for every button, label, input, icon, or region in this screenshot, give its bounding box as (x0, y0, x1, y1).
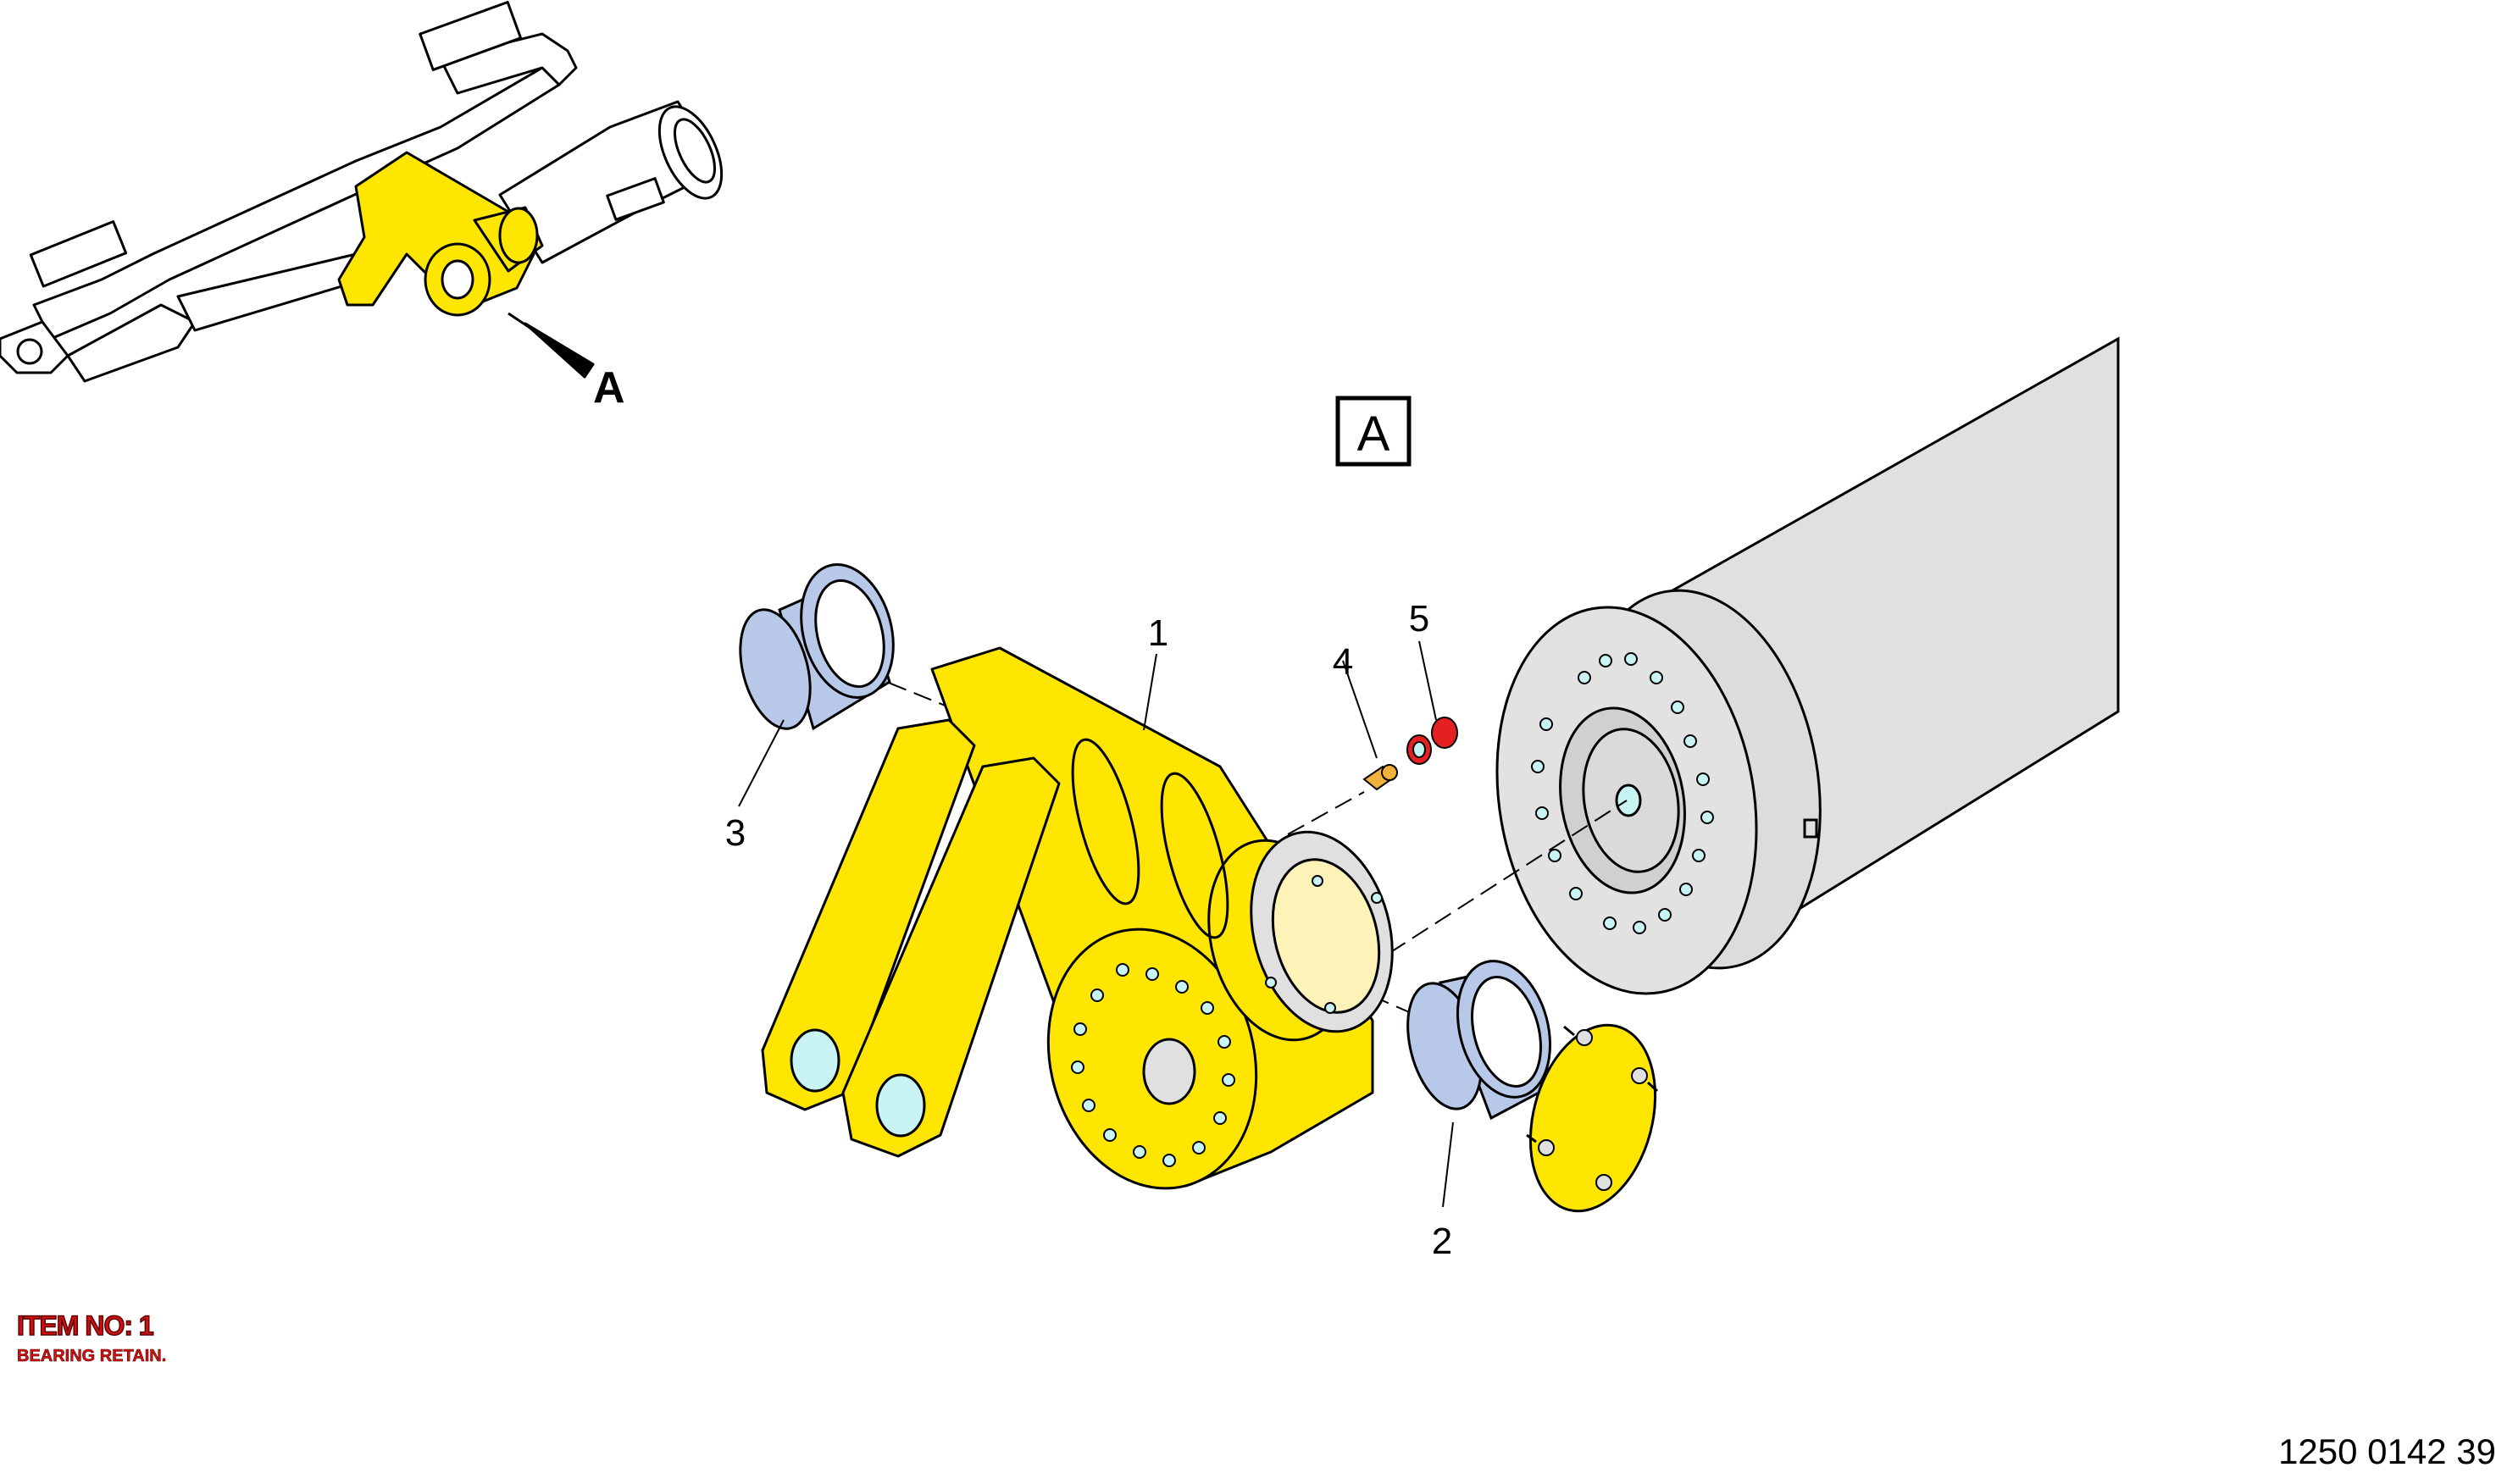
drawing-number: 1250 0142 39 (2278, 1431, 2496, 1471)
bearing-retainer-part-1 (761, 646, 1394, 1190)
grease-fitting-part-4 (1362, 764, 1398, 791)
callout-1: 1 (1148, 612, 1168, 654)
view-label-text: A (1357, 407, 1390, 462)
item-number-title: ITEM NO: 1 (16, 1310, 154, 1342)
callout-4: 4 (1333, 641, 1353, 683)
cylinder-housing (1495, 336, 2120, 995)
fitting-cap-part-5 (1406, 717, 1458, 765)
detail-arrow-label: A (593, 363, 625, 413)
callout-5: 5 (1409, 598, 1429, 640)
callout-3: 3 (725, 812, 746, 854)
overview-assembly (0, 1, 724, 383)
view-label-box: A (1335, 396, 1412, 467)
retainer-flange-holes (1071, 963, 1235, 1167)
retainer-barrel-holes (1265, 875, 1383, 1014)
item-description: BEARING RETAIN. (17, 1347, 167, 1366)
end-cover-plate (1526, 1023, 1659, 1213)
callout-leaders (738, 640, 1454, 1208)
bushing-part-2 (1406, 960, 1556, 1121)
cylinder-bolt-holes (1531, 652, 1714, 934)
bushing-part-3 (739, 563, 895, 731)
callout-2: 2 (1432, 1221, 1452, 1262)
